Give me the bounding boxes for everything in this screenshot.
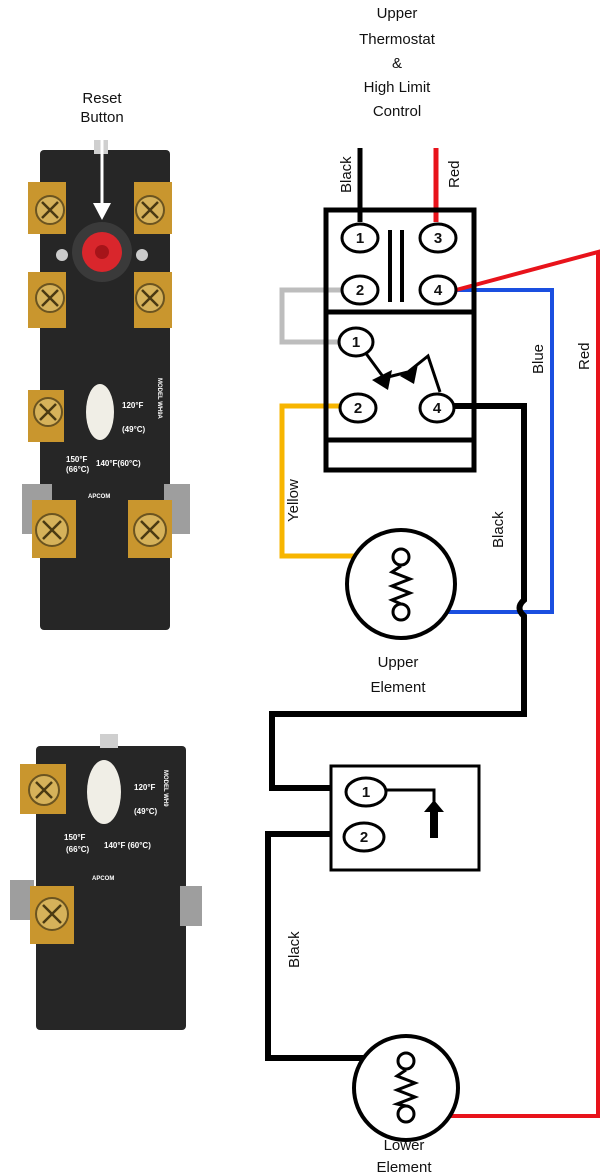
lower-element-label-2: Element: [376, 1159, 432, 1176]
reset-label-line2: Button: [80, 109, 123, 126]
dial-mark: (49°C): [134, 807, 158, 816]
terminal-hl-2: 2: [340, 274, 380, 306]
indicator: [136, 249, 148, 261]
arrow-head-icon: [372, 370, 392, 390]
svg-text:4: 4: [434, 282, 443, 299]
svg-text:1: 1: [362, 784, 370, 801]
upper-element: [345, 528, 457, 640]
svg-text:4: 4: [433, 400, 442, 417]
arrow-head-icon: [93, 203, 111, 220]
thermostat-body: [36, 746, 186, 1030]
svg-text:&: &: [392, 55, 402, 72]
dial-mark: (49°C): [122, 425, 146, 434]
wire-label-red-top: Red: [446, 160, 463, 188]
lower-thermostat-symbol: 1 2: [329, 764, 481, 872]
svg-text:Upper: Upper: [377, 5, 418, 22]
indicator: [56, 249, 68, 261]
thermostat-outline: [323, 207, 477, 473]
upper-thermostat-title: Upper Thermostat & High Limit Control: [359, 5, 436, 120]
upper-element-label-2: Element: [370, 679, 426, 696]
terminal-hl-1: 1: [340, 222, 380, 254]
gray-jumper-wire: [279, 287, 344, 345]
wire-label-blue: Blue: [530, 344, 547, 374]
dial-mark: 120°F: [122, 401, 144, 410]
heating-coil-icon: [387, 564, 415, 606]
svg-text:1: 1: [356, 230, 364, 247]
svg-text:2: 2: [360, 829, 368, 846]
black-wire-ut4: [269, 403, 527, 791]
upper-thermostat-symbol: 1 3 2 4 1 2 4: [323, 207, 477, 473]
red-wire-long: [412, 249, 600, 1118]
temperature-dial: [87, 760, 121, 824]
svg-text:2: 2: [354, 400, 362, 417]
blue-wire: [405, 288, 554, 614]
terminal-hl-3: 3: [418, 222, 458, 254]
upper-element-label-1: Upper: [378, 654, 419, 671]
yellow-wire: [279, 403, 395, 559]
dial-mark: (66°C): [66, 465, 90, 474]
black-wire-lower: [265, 831, 400, 1061]
dial-mark: (66°C): [66, 845, 90, 854]
svg-text:Control: Control: [373, 103, 421, 120]
terminal-ut-2: 2: [338, 392, 378, 424]
arrow-head-icon: [400, 364, 418, 384]
wire-label-yellow: Yellow: [285, 479, 302, 522]
svg-text:High Limit: High Limit: [364, 79, 432, 96]
model-text: MODEL WH9: [162, 770, 168, 807]
temperature-dial: [86, 384, 114, 440]
wire-label-black-mid: Black: [490, 511, 507, 548]
terminal-ut-4: 4: [418, 392, 456, 424]
wire-label-red-right: Red: [576, 342, 593, 370]
lower-element-label-1: Lower: [384, 1137, 425, 1154]
dial-mark: 140°F (60°C): [104, 841, 151, 850]
upper-thermostat-photo: Reset Button: [22, 90, 190, 630]
dial-mark: 120°F: [134, 783, 156, 792]
svg-text:2: 2: [356, 282, 364, 299]
metal-bracket: [180, 886, 202, 926]
reset-label-line1: Reset: [82, 90, 122, 107]
terminal-lt-1: 1: [344, 776, 388, 808]
svg-text:3: 3: [434, 230, 442, 247]
model-text: MODEL WH9A: [156, 378, 162, 420]
dial-mark: 150°F: [66, 455, 88, 464]
lower-thermostat-photo: 120°F (49°C) 150°F (66°C) 140°F (60°C) M…: [10, 734, 202, 1030]
brand-text: APCOM: [92, 876, 114, 882]
dial-mark: 150°F: [64, 833, 86, 842]
wire-label-black-top: Black: [338, 156, 355, 193]
arrow-up-icon: [424, 800, 444, 838]
wire-label-black-lower: Black: [286, 931, 303, 968]
terminal-lt-2: 2: [342, 821, 386, 853]
terminal-ut-1: 1: [337, 326, 375, 358]
svg-text:Thermostat: Thermostat: [359, 31, 436, 48]
brand-text: APCOM: [88, 494, 110, 500]
heating-coil-icon: [391, 1068, 420, 1108]
dial-mark: 140°F(60°C): [96, 459, 141, 468]
svg-text:1: 1: [352, 334, 360, 351]
thermostat-tab: [100, 734, 118, 748]
terminal-hl-4: 4: [418, 274, 458, 306]
switch-arm: [360, 347, 442, 393]
lower-element: [352, 1034, 460, 1142]
